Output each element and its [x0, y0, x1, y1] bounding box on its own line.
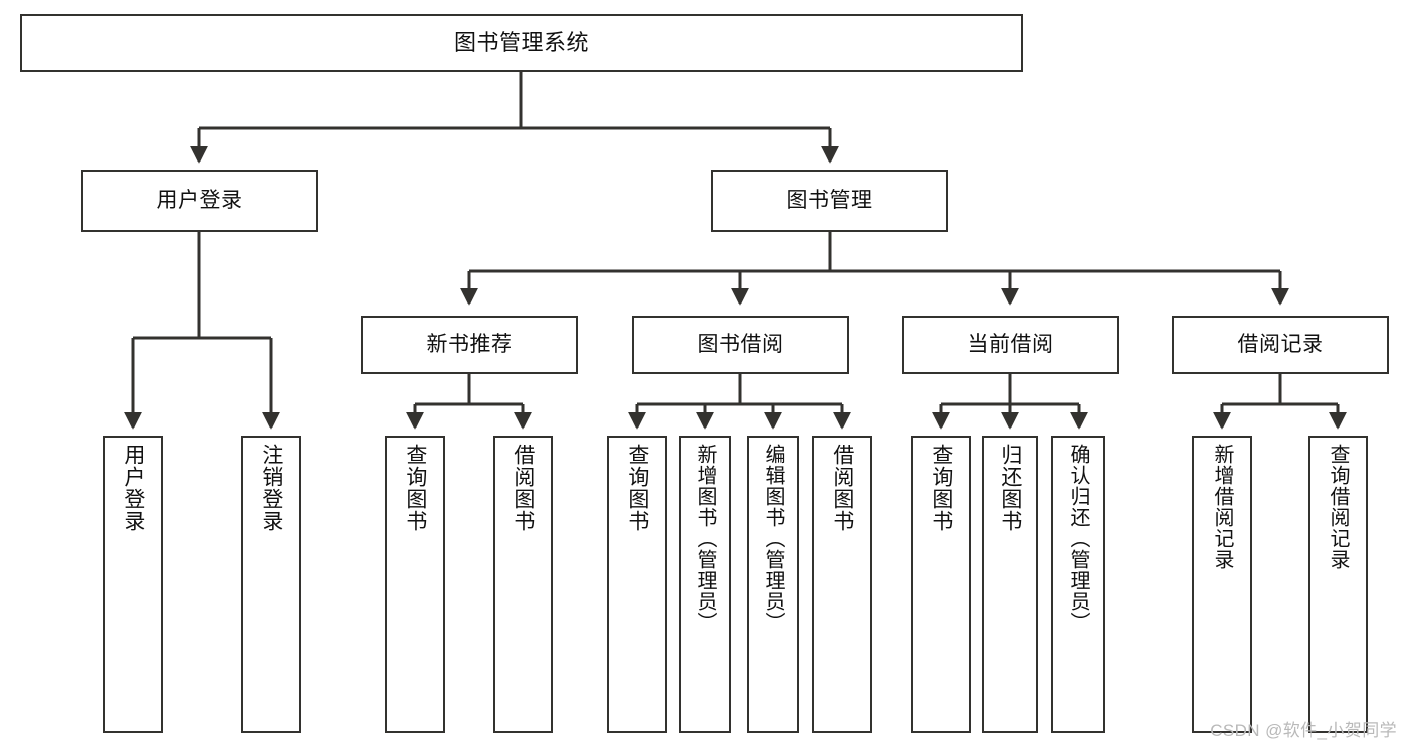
leaf-borrow-book-borrowing[interactable]: 借阅图书	[812, 436, 872, 733]
leaf-user-login[interactable]: 用户登录	[103, 436, 163, 733]
leaf-edit-book-admin-label: 编辑图书（管理员）	[762, 444, 784, 633]
leaf-confirm-return-admin-label: 确认归还（管理员）	[1067, 444, 1089, 633]
leaf-add-borrow-record-label: 新增借阅记录	[1211, 444, 1233, 570]
leaf-query-book-current-label: 查询图书	[929, 444, 953, 532]
node-borrowing-records-label: 借阅记录	[1237, 332, 1324, 356]
node-book-management[interactable]: 图书管理	[711, 170, 948, 232]
leaf-edit-book-admin[interactable]: 编辑图书（管理员）	[747, 436, 799, 733]
node-user-login[interactable]: 用户登录	[81, 170, 318, 232]
leaf-user-login-label: 用户登录	[121, 444, 145, 532]
leaf-query-book-recommendation-label: 查询图书	[403, 444, 427, 532]
leaf-borrow-book-borrowing-label: 借阅图书	[830, 444, 854, 532]
node-new-book-recommendation-label: 新书推荐	[426, 332, 513, 356]
leaf-query-book-borrowing[interactable]: 查询图书	[607, 436, 667, 733]
node-borrowing-records[interactable]: 借阅记录	[1172, 316, 1389, 374]
csdn-watermark: CSDN @软件_小贺同学	[1210, 721, 1397, 740]
leaf-query-book-recommendation[interactable]: 查询图书	[385, 436, 445, 733]
leaf-borrow-book-recommendation-label: 借阅图书	[511, 444, 535, 532]
leaf-query-book-current[interactable]: 查询图书	[911, 436, 971, 733]
leaf-return-book-label: 归还图书	[998, 444, 1022, 532]
node-new-book-recommendation[interactable]: 新书推荐	[361, 316, 578, 374]
leaf-query-borrow-record[interactable]: 查询借阅记录	[1308, 436, 1368, 733]
node-root[interactable]: 图书管理系统	[20, 14, 1023, 72]
leaf-add-book-admin[interactable]: 新增图书（管理员）	[679, 436, 731, 733]
node-root-label: 图书管理系统	[453, 30, 589, 56]
node-current-borrowing-label: 当前借阅	[967, 332, 1054, 356]
leaf-query-borrow-record-label: 查询借阅记录	[1327, 444, 1349, 570]
leaf-confirm-return-admin[interactable]: 确认归还（管理员）	[1051, 436, 1105, 733]
leaf-return-book[interactable]: 归还图书	[982, 436, 1038, 733]
leaf-query-book-borrowing-label: 查询图书	[625, 444, 649, 532]
leaf-add-book-admin-label: 新增图书（管理员）	[694, 444, 716, 633]
leaf-logout-label: 注销登录	[259, 444, 283, 532]
leaf-add-borrow-record[interactable]: 新增借阅记录	[1192, 436, 1252, 733]
leaf-borrow-book-recommendation[interactable]: 借阅图书	[493, 436, 553, 733]
node-book-borrowing-label: 图书借阅	[697, 332, 784, 356]
node-current-borrowing[interactable]: 当前借阅	[902, 316, 1119, 374]
node-user-login-label: 用户登录	[156, 188, 243, 212]
node-book-management-label: 图书管理	[786, 188, 873, 212]
leaf-logout[interactable]: 注销登录	[241, 436, 301, 733]
node-book-borrowing[interactable]: 图书借阅	[632, 316, 849, 374]
